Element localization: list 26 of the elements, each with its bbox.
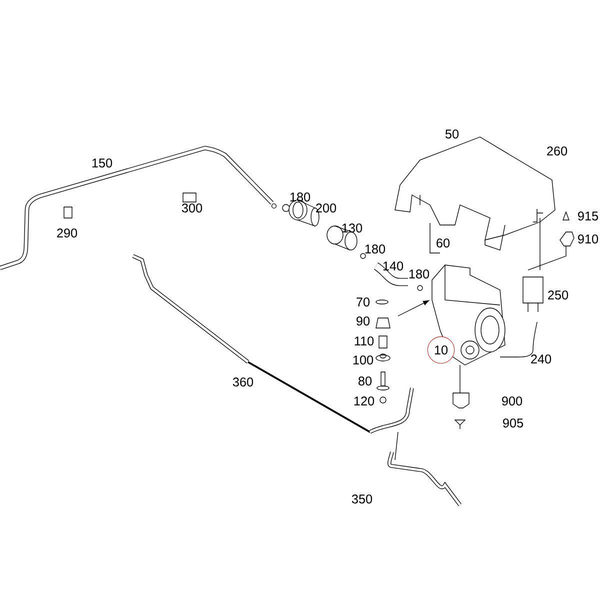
callout-number: 200 (316, 204, 336, 212)
callout-number: 290 (57, 228, 78, 238)
callout-number: 150 (92, 158, 112, 168)
callout-number: 50 (445, 130, 459, 138)
callout-number: 360 (232, 378, 254, 386)
callout-number: 905 (503, 418, 524, 428)
callout-number: 350 (352, 494, 372, 504)
callout-number: 140 (383, 262, 404, 270)
callout-number: 60 (436, 238, 450, 248)
callout-number: 300 (182, 204, 202, 212)
callout-number: 900 (502, 396, 522, 406)
callout-number: 100 (353, 356, 374, 364)
callout-number: 180 (409, 270, 430, 278)
callout-number: 260 (547, 146, 568, 156)
callout-number: 120 (354, 396, 374, 406)
callout-number: 80 (358, 376, 372, 386)
callout-number: 250 (548, 290, 568, 300)
callout-number: 180 (290, 192, 310, 202)
callout-number: 910 (578, 234, 598, 244)
callout-number: 180 (365, 244, 386, 254)
callout-number: 915 (578, 212, 598, 220)
callout-number: 70 (356, 298, 370, 306)
callout-number: 240 (531, 354, 552, 364)
callout-number: 130 (342, 224, 362, 232)
callout-number: 90 (356, 316, 370, 326)
callout-number: 110 (354, 336, 374, 346)
